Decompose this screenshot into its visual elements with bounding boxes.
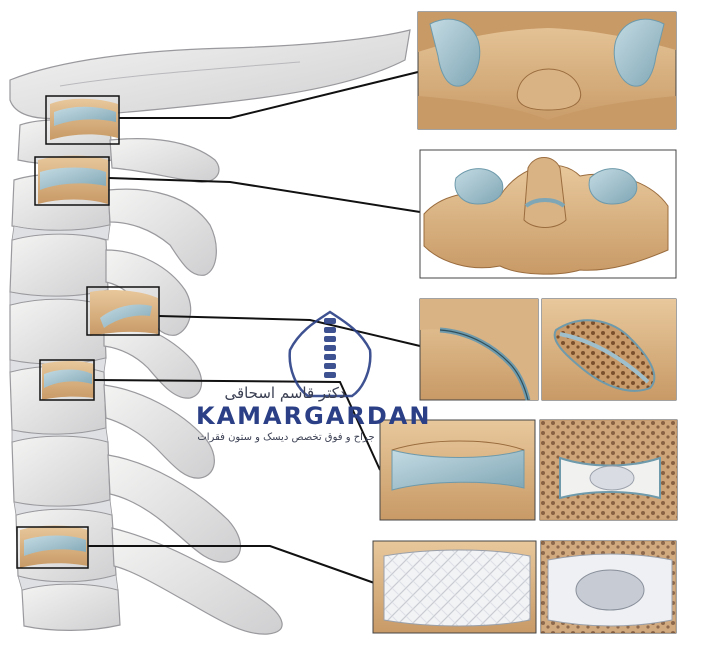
box-facet-joint	[86, 286, 160, 336]
leader-lines	[88, 71, 421, 586]
box-intervertebral-disc	[16, 526, 89, 569]
watermark-tagline: جراح و فوق تخصص دیسک و ستون فقرات	[197, 432, 375, 443]
panel-atlanto-occipital	[417, 11, 677, 130]
highlight-boxes	[16, 95, 160, 569]
panel-atlanto-axial	[419, 149, 677, 279]
box-atlanto-axial	[34, 156, 110, 206]
highlighted-joints	[20, 98, 158, 568]
watermark-doctor-name: دکتر قاسم اسحاقی	[224, 384, 346, 402]
watermark-brand: KAMARGARDAN	[196, 402, 432, 430]
spine-lateral-view	[9, 29, 421, 635]
panel-disc-lower	[372, 540, 677, 634]
spine-silhouette-icon	[288, 310, 372, 398]
panel-disc-upper	[379, 419, 678, 521]
panel-facet-joint	[419, 298, 677, 401]
box-atlanto-occipital	[45, 95, 120, 145]
